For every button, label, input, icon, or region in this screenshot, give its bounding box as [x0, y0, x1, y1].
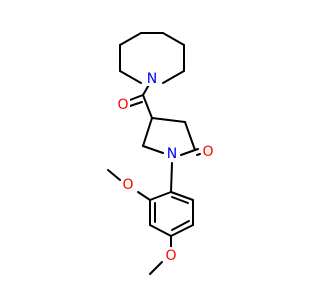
- bond: [151, 117, 186, 123]
- bond: [196, 153, 201, 156]
- bond: [170, 162, 173, 193]
- atom-label-oxygen: O: [202, 144, 213, 160]
- molecule-structure-canvas: N O N O O O: [107, 32, 215, 275]
- atom-o-lactam: O: [201, 143, 215, 160]
- atom-o-methoxy-ortho: O: [121, 176, 135, 193]
- bond: [129, 101, 143, 107]
- bond: [119, 70, 142, 84]
- piperidine-ring: [119, 32, 185, 84]
- bond: [184, 121, 196, 151]
- bond: [119, 32, 142, 46]
- atom-label-nitrogen: N: [147, 71, 157, 87]
- methoxy-groups: [107, 169, 172, 275]
- bond: [194, 148, 199, 151]
- pyrrolidinone-ring: [142, 117, 201, 156]
- atom-n-piperidine: N: [145, 70, 159, 87]
- bond: [142, 94, 153, 119]
- bond: [149, 191, 172, 201]
- bond: [107, 169, 121, 181]
- atom-label-oxygen: O: [117, 97, 128, 113]
- bond: [162, 32, 185, 46]
- atom-o-amide: O: [116, 96, 130, 113]
- bond: [149, 261, 163, 275]
- atom-label-nitrogen: N: [167, 146, 177, 162]
- bond: [171, 220, 190, 231]
- atom-label-oxygen: O: [165, 248, 176, 264]
- molecule-structure: N O N O O O: [107, 32, 215, 275]
- atom-n-pyrrolidinone: N: [165, 145, 179, 162]
- bond: [142, 145, 164, 154]
- amide-linker: [129, 82, 153, 119]
- bond: [170, 191, 194, 201]
- bond: [142, 117, 153, 147]
- bond: [180, 149, 196, 156]
- bond: [149, 224, 172, 237]
- bond: [162, 70, 185, 84]
- bond: [170, 224, 194, 237]
- bond: [129, 94, 144, 101]
- bond: [137, 191, 151, 201]
- atom-label-oxygen: O: [122, 177, 133, 193]
- bond: [171, 196, 189, 204]
- atom-o-methoxy-para: O: [164, 247, 178, 264]
- dimethoxyphenyl-ring: [149, 162, 194, 237]
